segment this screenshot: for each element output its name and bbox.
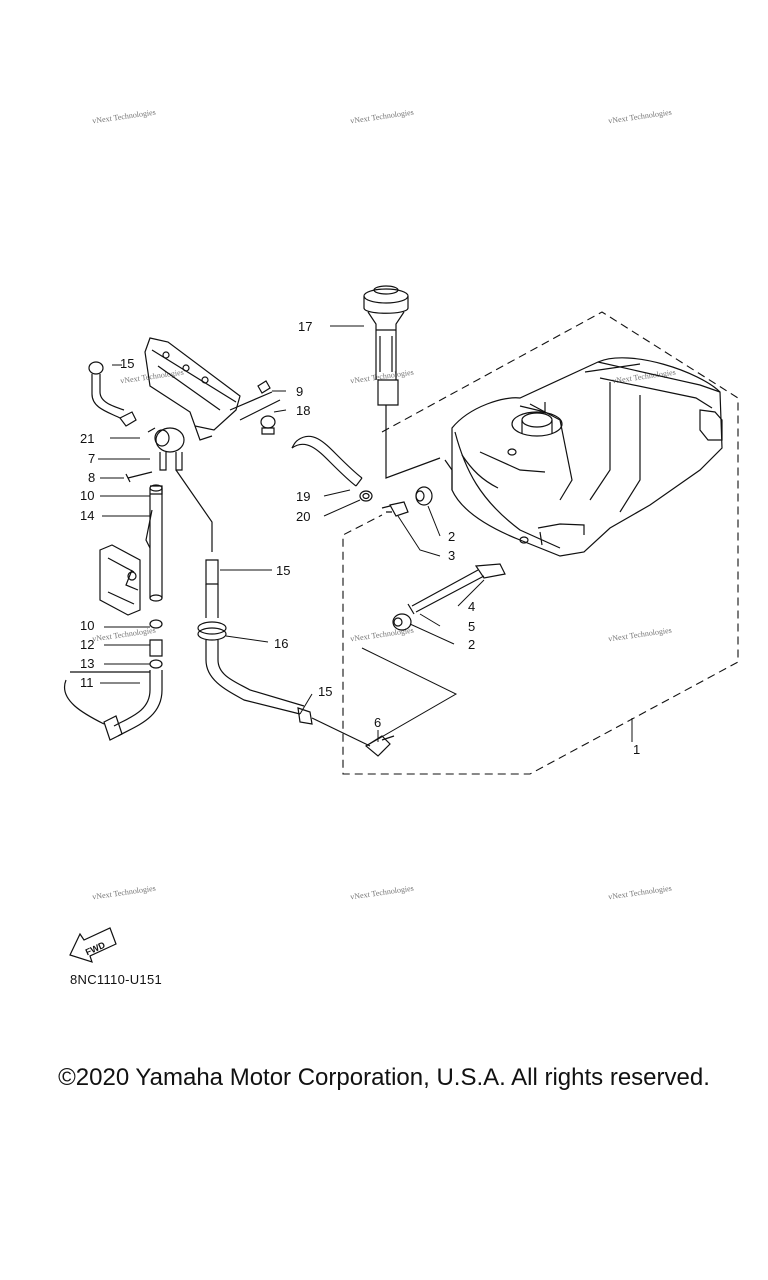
diagram-code: 8NC1110-U151 bbox=[70, 972, 163, 987]
fwd-label: FWD bbox=[84, 940, 107, 958]
callout-7: 7 bbox=[88, 451, 95, 466]
callout-14: 14 bbox=[80, 508, 94, 523]
bolt bbox=[257, 380, 271, 394]
callout-4: 4 bbox=[468, 599, 475, 614]
hose-clamp bbox=[260, 415, 276, 435]
callout-9: 9 bbox=[296, 384, 303, 399]
callout-15: 15 bbox=[318, 684, 332, 699]
callout-18: 18 bbox=[296, 403, 310, 418]
callout-15: 15 bbox=[276, 563, 290, 578]
callout-1: 1 bbox=[633, 742, 640, 757]
screw bbox=[125, 471, 153, 483]
callout-17: 17 bbox=[298, 319, 312, 334]
leader-lines bbox=[98, 325, 633, 747]
drain-hose bbox=[149, 484, 163, 602]
callout-labels: 1 2 2 3 4 5 6 7 8 9 10 10 11 12 13 14 15… bbox=[80, 319, 640, 957]
elbow-fitting bbox=[381, 501, 409, 517]
callout-11: 11 bbox=[80, 675, 94, 690]
callout-2: 2 bbox=[448, 529, 455, 544]
callout-15: 15 bbox=[120, 356, 134, 371]
elbow-fitting bbox=[364, 735, 395, 757]
callout-5: 5 bbox=[468, 619, 475, 634]
forward-arrow-icon bbox=[69, 927, 117, 963]
callout-20: 20 bbox=[296, 509, 310, 524]
valve bbox=[147, 427, 213, 552]
callout-6: 6 bbox=[374, 715, 381, 730]
callout-21: 21 bbox=[80, 431, 94, 446]
hose-bracket bbox=[99, 509, 153, 616]
callout-10: 10 bbox=[80, 488, 94, 503]
mounting-bracket bbox=[144, 337, 281, 441]
callout-10: 10 bbox=[80, 618, 94, 633]
hose-clamp bbox=[359, 490, 373, 502]
fuel-pump-unit bbox=[363, 285, 441, 479]
return-hose bbox=[63, 670, 163, 741]
fuel-filter-line bbox=[197, 559, 371, 747]
vent-hose bbox=[291, 435, 363, 487]
callout-19: 19 bbox=[296, 489, 310, 504]
vent-hose-top bbox=[88, 361, 137, 427]
tank-assembly-outline bbox=[342, 311, 739, 775]
callout-13: 13 bbox=[80, 656, 94, 671]
callout-12: 12 bbox=[80, 637, 94, 652]
callout-2: 2 bbox=[468, 637, 475, 652]
copyright-notice: ©2020 Yamaha Motor Corporation, U.S.A. A… bbox=[58, 1064, 710, 1091]
fuel-tank bbox=[444, 357, 723, 557]
hose-joint bbox=[149, 619, 163, 669]
callout-8: 8 bbox=[88, 470, 95, 485]
callout-16: 16 bbox=[274, 636, 288, 651]
fuel-tube bbox=[407, 563, 506, 615]
grommet bbox=[415, 486, 433, 506]
callout-3: 3 bbox=[448, 548, 455, 563]
grommet bbox=[392, 613, 412, 631]
